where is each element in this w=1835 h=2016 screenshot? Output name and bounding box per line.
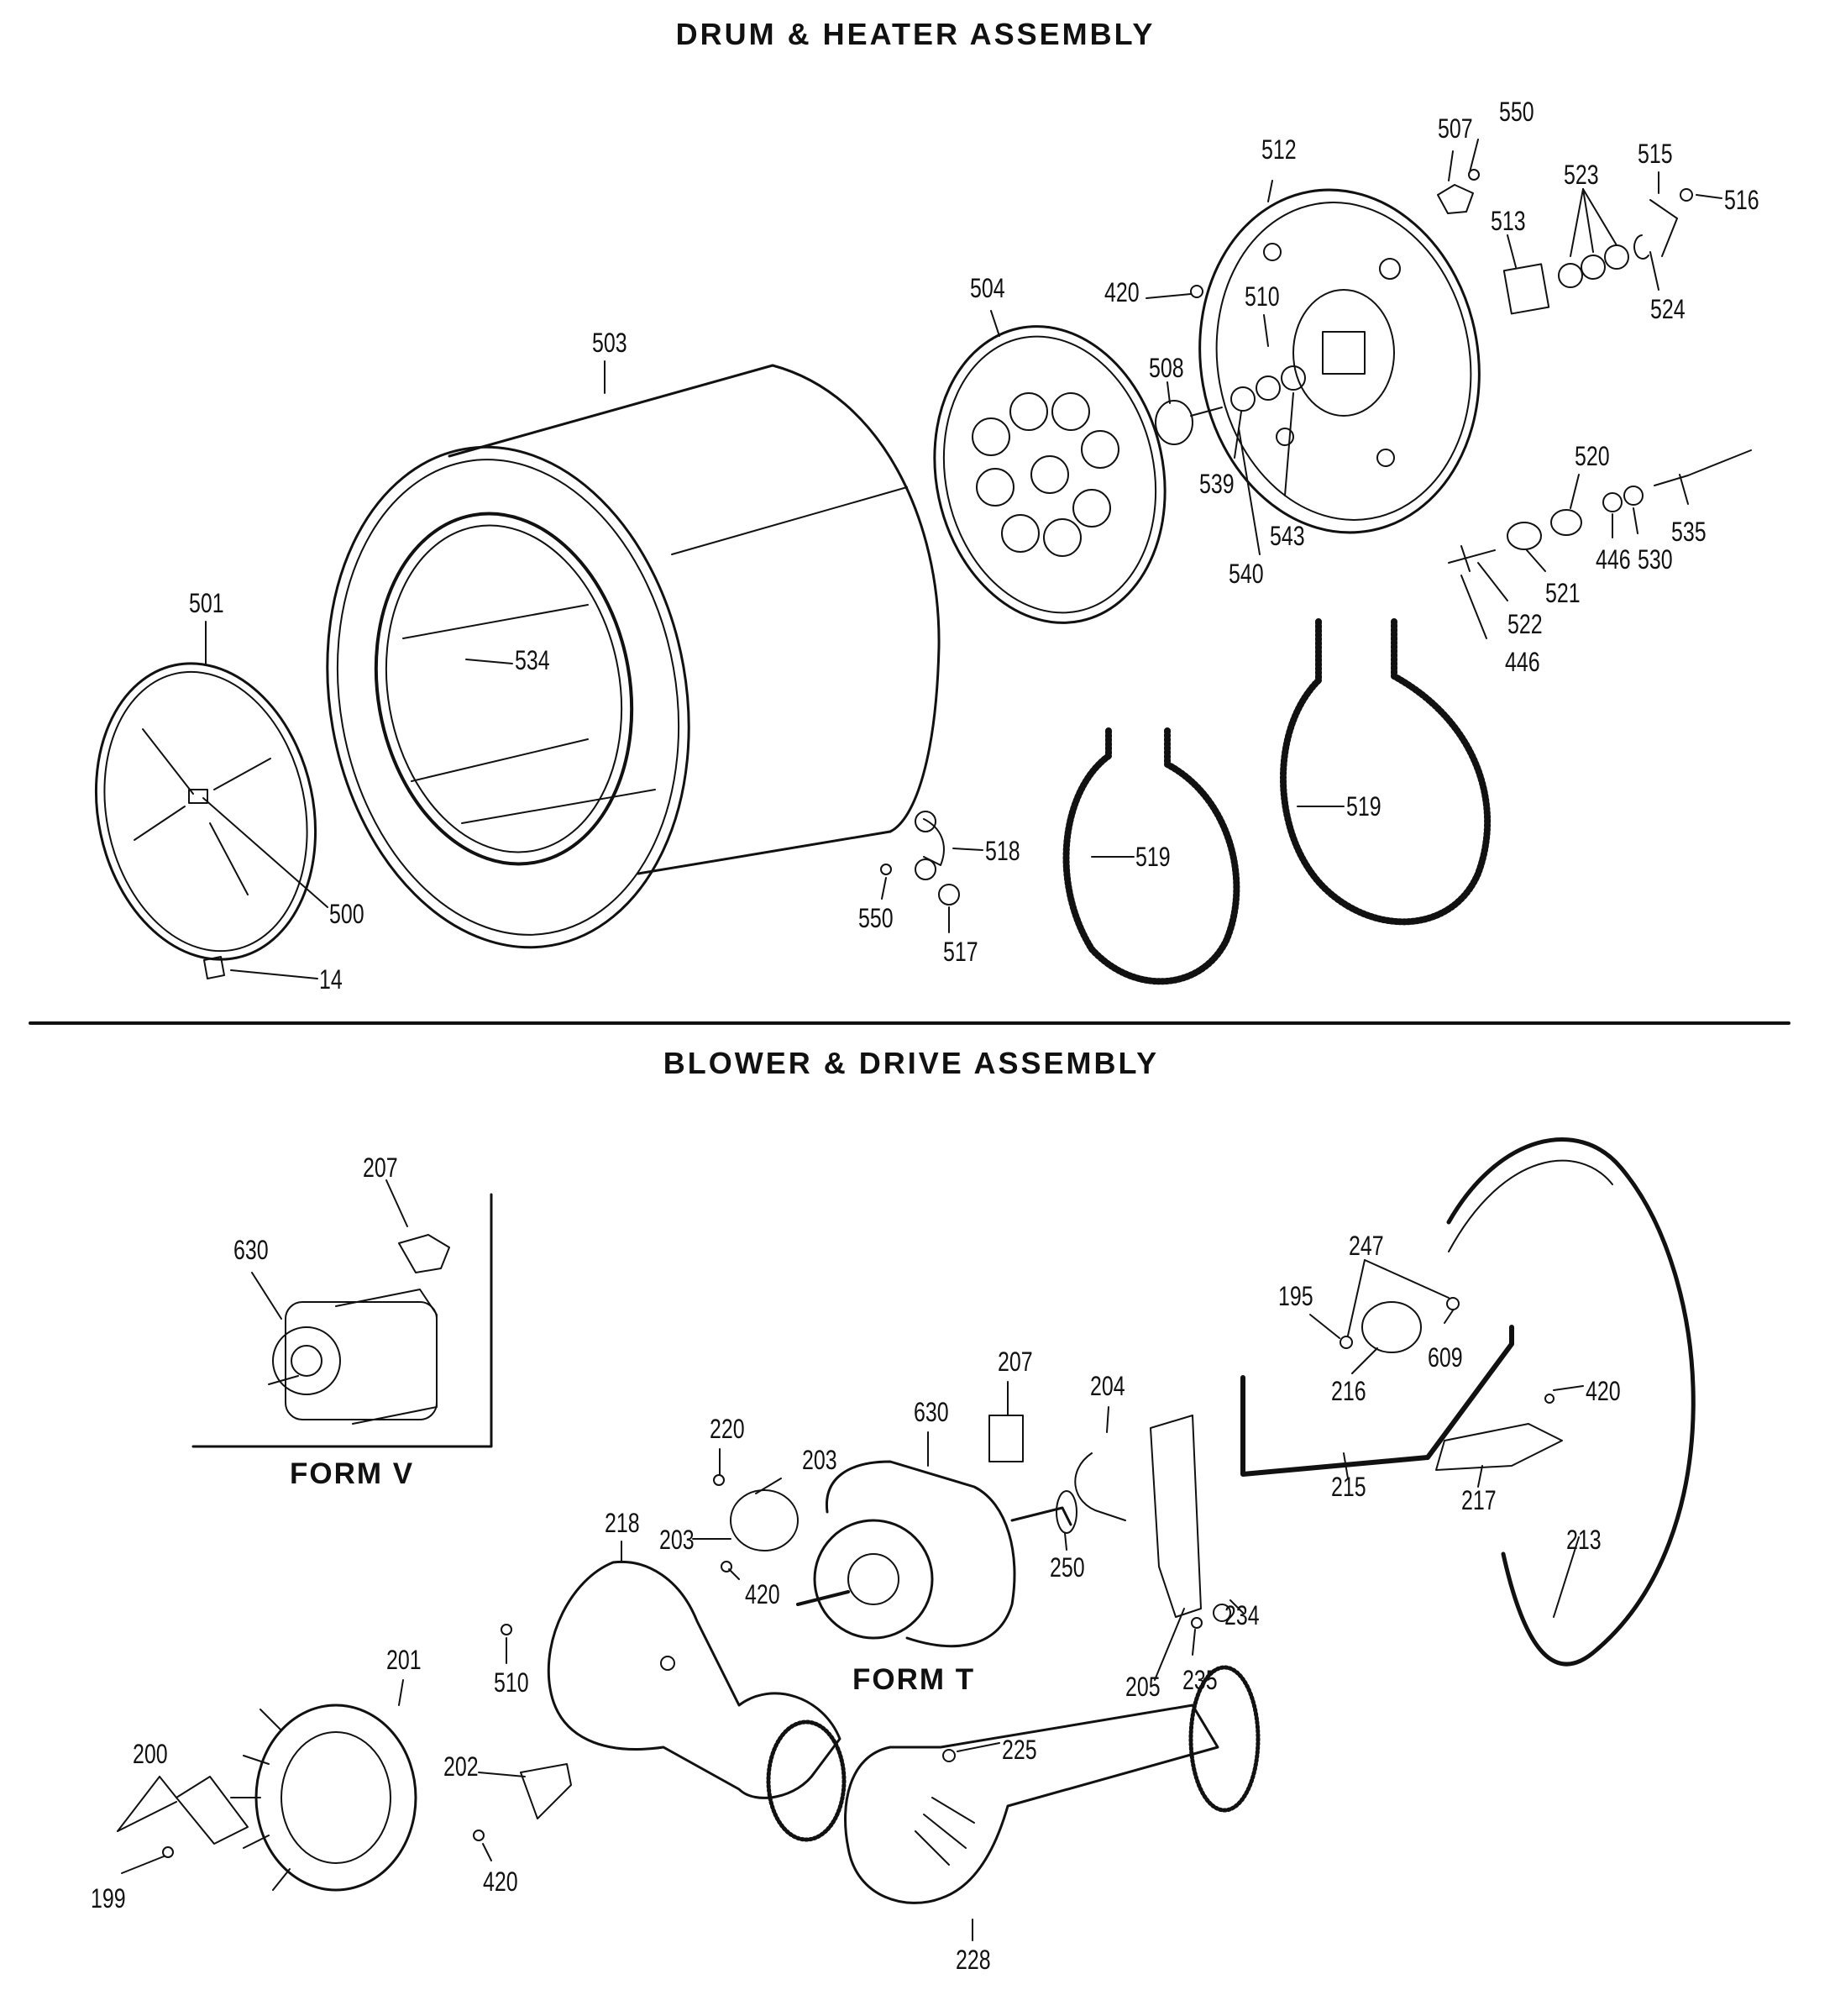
label-420-bottom: 420 [483,1866,518,1897]
label-518: 518 [985,836,1020,866]
label-207-form-t: 207 [998,1347,1033,1377]
label-550-lower: 550 [858,903,894,933]
label-609: 609 [1428,1342,1463,1373]
label-543: 543 [1270,521,1305,551]
label-195: 195 [1278,1281,1313,1311]
label-523: 523 [1564,160,1599,190]
part-503-drum [289,365,939,976]
label-520: 520 [1575,441,1610,471]
label-503: 503 [592,328,627,358]
label-215: 215 [1331,1472,1366,1502]
label-203-left: 203 [659,1525,695,1555]
part-512-rear-bulkhead [1173,167,1506,554]
label-216: 216 [1331,1376,1366,1406]
part-504-drum-back [908,305,1192,644]
part-630-drive-motor [798,1462,1077,1646]
form-v-frame [193,1194,491,1446]
part-213-drive-belt [1449,1140,1693,1665]
terminal-hardware [1449,450,1751,571]
label-521: 521 [1545,578,1581,608]
label-517: 517 [943,937,978,967]
label-530: 530 [1638,544,1673,575]
label-220: 220 [710,1414,745,1444]
label-202: 202 [443,1751,479,1782]
label-203-top: 203 [802,1445,837,1475]
label-446-left: 446 [1505,647,1540,677]
label-524: 524 [1650,294,1686,324]
part-519-heater-coil-small [1067,731,1237,981]
part-14-clip [204,957,224,979]
label-507: 507 [1438,113,1473,144]
label-250: 250 [1050,1552,1085,1583]
title-drum-heater: DRUM & HEATER ASSEMBLY [675,17,1156,51]
label-213: 213 [1566,1525,1602,1555]
label-534: 534 [515,645,550,675]
label-420-right: 420 [1586,1376,1621,1406]
label-225: 225 [1002,1735,1037,1765]
label-630-form-v: 630 [233,1235,269,1265]
part-207-centrifugal-switch [989,1415,1023,1462]
label-522: 522 [1507,609,1543,639]
label-234: 234 [1224,1600,1260,1630]
label-540: 540 [1229,559,1264,589]
label-14: 14 [319,964,343,995]
part-215-idler-arm [1243,1327,1512,1474]
label-420-top: 420 [1104,277,1140,307]
label-420-mid: 420 [745,1579,780,1609]
part-203-motor-strap [714,1475,798,1572]
label-513: 513 [1491,206,1526,236]
part-204-205-motor-mount [1075,1415,1230,1628]
label-516: 516 [1724,185,1759,215]
label-512: 512 [1261,134,1297,165]
part-200-bracket [176,1777,248,1844]
label-446-right: 446 [1596,544,1631,575]
title-blower-drive: BLOWER & DRIVE ASSEMBLY [663,1046,1160,1080]
label-539: 539 [1199,469,1235,499]
label-519-large: 519 [1346,791,1381,822]
label-228: 228 [956,1945,991,1975]
leader-lines [118,139,1722,1940]
label-217: 217 [1461,1485,1497,1515]
label-519-small: 519 [1135,842,1171,872]
label-515: 515 [1638,139,1673,169]
label-207-form-v: 207 [363,1152,398,1183]
label-500: 500 [329,899,364,929]
label-235: 235 [1182,1665,1218,1695]
label-247: 247 [1349,1231,1384,1261]
label-204: 204 [1090,1371,1125,1401]
label-510-lower: 510 [494,1667,529,1698]
label-199: 199 [91,1883,126,1914]
label-504: 504 [970,273,1005,303]
label-200: 200 [133,1739,168,1769]
label-218: 218 [605,1508,640,1538]
part-201-blower-wheel [231,1705,416,1890]
part-228-exhaust-duct [846,1667,1258,1903]
bulkhead-hardware [1156,170,1692,444]
part-218-blower-housing [548,1562,844,1840]
label-535: 535 [1671,517,1707,547]
title-form-v: FORM V [290,1457,415,1490]
form-v-motor [269,1235,449,1424]
part-519-heater-coil-large [1283,622,1487,921]
part-501-seal-ring [70,643,342,979]
label-510-top: 510 [1245,281,1280,312]
label-205: 205 [1125,1672,1161,1702]
label-501: 501 [189,588,224,618]
part-518-bracket [881,811,959,905]
part-202-cover [521,1764,571,1819]
label-508: 508 [1149,353,1184,383]
label-630-form-t: 630 [914,1397,949,1427]
label-201: 201 [386,1645,422,1675]
label-550: 550 [1499,97,1534,127]
title-form-t: FORM T [852,1663,976,1696]
part-217-bracket-plate [1436,1424,1562,1470]
